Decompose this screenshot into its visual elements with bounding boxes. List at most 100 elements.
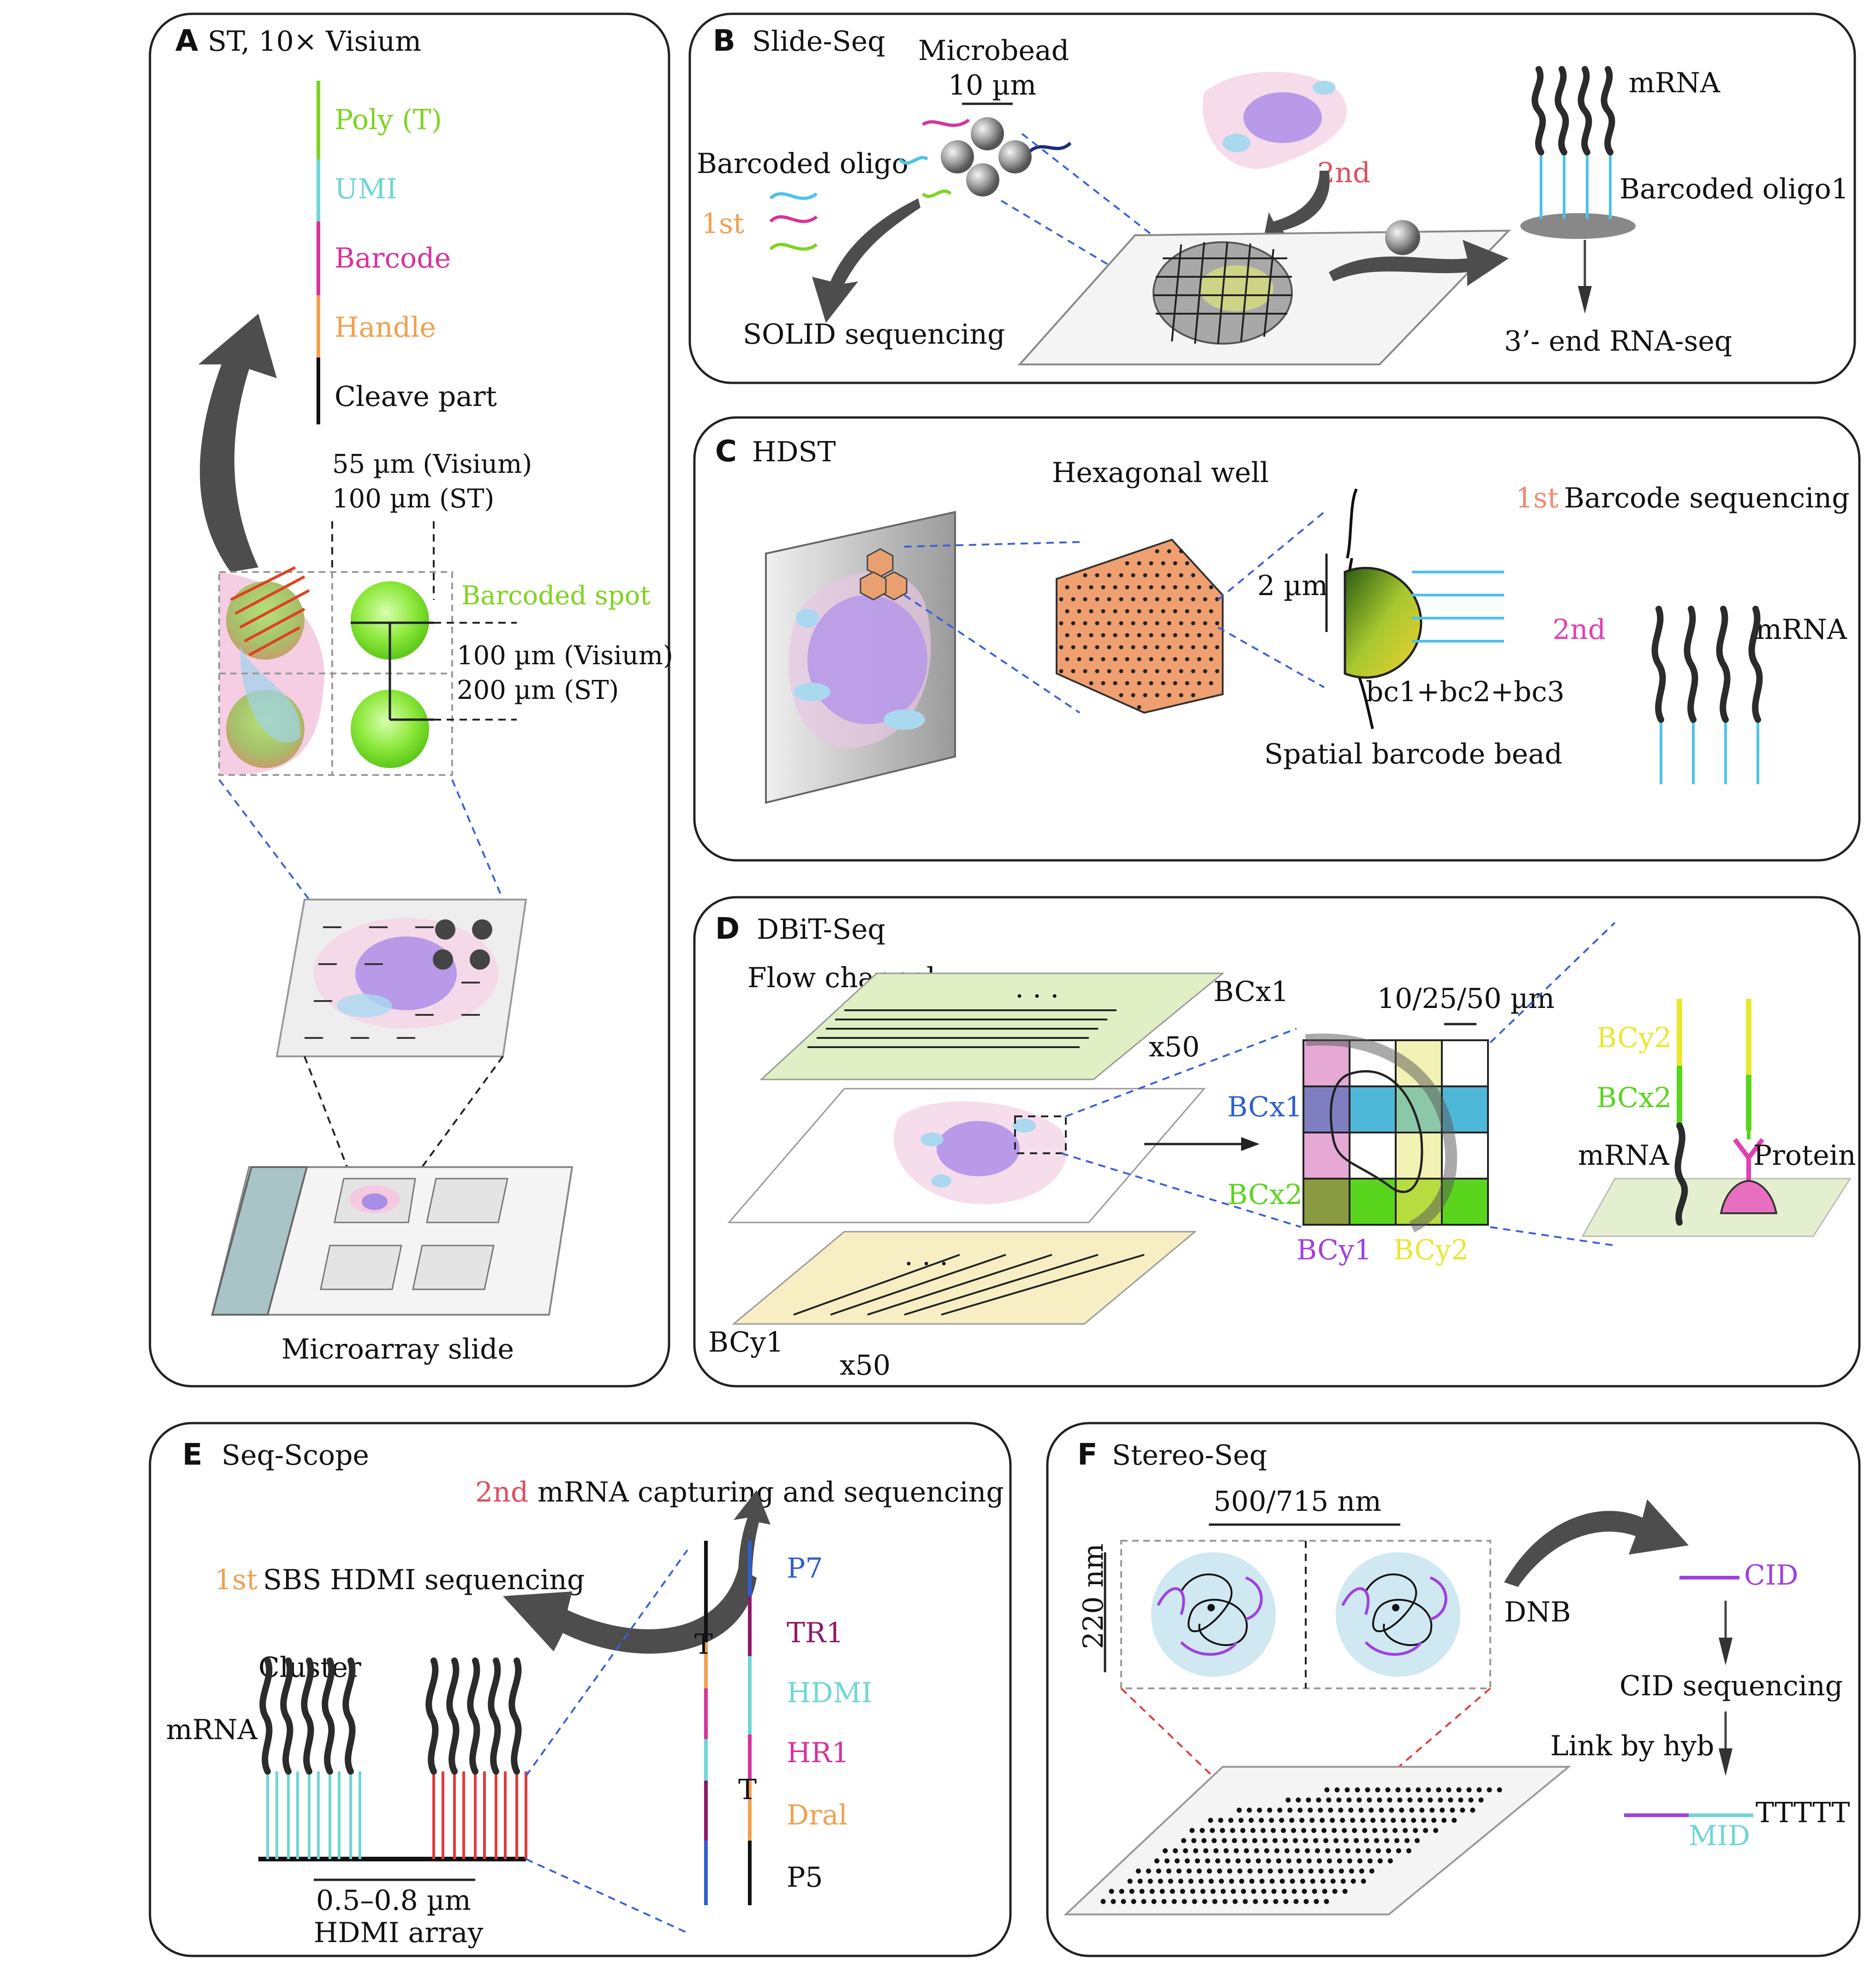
well-dot — [1119, 597, 1123, 602]
microarray-slide-label: Microarray slide — [281, 1333, 514, 1365]
chip-dot — [1131, 1899, 1136, 1904]
second-label-e: 2nd — [475, 1476, 528, 1508]
t-label-left: T — [694, 1628, 713, 1661]
chip-dot — [1332, 1889, 1338, 1894]
chip-dot — [1273, 1838, 1278, 1843]
chip-dot — [1446, 1787, 1452, 1793]
well-dot — [1197, 585, 1201, 590]
chip-dot — [1239, 1878, 1244, 1884]
well-dot — [1209, 681, 1213, 685]
chip-dot — [1249, 1878, 1255, 1884]
bcy1-bottom-label: BCy1 — [708, 1326, 783, 1359]
well-dot — [1065, 633, 1069, 638]
chip-dot — [1406, 1848, 1411, 1854]
chip-dot — [1162, 1848, 1168, 1854]
chip-dot — [1392, 1828, 1398, 1833]
well-dot — [1083, 597, 1087, 602]
well-dot — [1113, 633, 1117, 638]
mrna-capture-b — [1520, 66, 1636, 314]
chip-dot — [1220, 1828, 1225, 1833]
well-dot — [1155, 573, 1159, 578]
chip-dot — [1293, 1838, 1298, 1843]
chip-dot — [1255, 1858, 1261, 1864]
microbead-cluster — [898, 117, 1072, 198]
chip-dot — [1289, 1818, 1295, 1823]
chip-dot — [1470, 1807, 1476, 1813]
dnb-left — [1151, 1552, 1276, 1677]
chip-dot — [1253, 1899, 1258, 1904]
chip-dot — [1274, 1848, 1279, 1854]
chip-dot — [1321, 1828, 1327, 1833]
panel-e: E Seq-Scope 2nd mRNA capturing and seque… — [149, 1422, 1012, 1957]
chip-dot — [1452, 1818, 1457, 1823]
chip-dot — [1304, 1848, 1310, 1854]
chip-dot — [1346, 1797, 1352, 1803]
chip-dot — [1448, 1797, 1453, 1803]
legend-tr1: TR1 — [787, 1617, 843, 1649]
well-dot — [1203, 621, 1207, 626]
well-dot — [1179, 645, 1183, 650]
well-dot — [1071, 597, 1075, 602]
chip-dot — [1478, 1797, 1484, 1803]
barcoded-spot-label: Barcoded spot — [461, 581, 651, 611]
well-dot — [1113, 585, 1117, 590]
mrna-strand — [425, 1657, 439, 1775]
panel-d-title: DBiT-Seq — [757, 913, 885, 946]
well-dot — [1143, 597, 1147, 602]
chip-dot — [1450, 1807, 1455, 1813]
legend-polyt: Poly (T) — [335, 104, 442, 136]
chip-dot — [1228, 1818, 1234, 1823]
chip-dot — [1297, 1807, 1303, 1813]
chip-dot — [1355, 1787, 1360, 1793]
chip-dot — [1298, 1868, 1303, 1874]
well-dot — [1125, 633, 1129, 638]
spot-top-left — [226, 581, 305, 660]
well-dot — [1167, 549, 1171, 554]
chip-dot — [1232, 1838, 1237, 1843]
chip-dot — [1456, 1787, 1462, 1793]
chip-dot — [1195, 1858, 1200, 1864]
chip-dot — [1196, 1868, 1202, 1874]
chip-dot — [1333, 1838, 1339, 1843]
well-dot — [1179, 693, 1183, 697]
chip-dot — [1267, 1807, 1273, 1813]
chip-dot — [1350, 1818, 1356, 1823]
chip-dot — [1237, 1868, 1243, 1874]
barcode-grid — [1302, 1033, 1489, 1233]
curved-arrow-icon — [1329, 240, 1509, 286]
well-dot — [1215, 621, 1219, 626]
well-dot — [1215, 669, 1219, 674]
well-dot — [1203, 669, 1207, 674]
well-dot — [1089, 633, 1093, 638]
chip-dot — [1368, 1807, 1374, 1813]
chip-dot — [1242, 1838, 1248, 1843]
well-dot — [1077, 657, 1081, 662]
chip-dot — [1261, 1828, 1266, 1833]
legend-p7: P7 — [787, 1552, 823, 1585]
chip-dot — [1338, 1807, 1344, 1813]
chip-dot — [1290, 1878, 1295, 1884]
chip-dot — [1247, 1868, 1253, 1874]
chip-dot — [1394, 1838, 1400, 1843]
chip-dot — [1382, 1828, 1388, 1833]
well-dot — [1125, 585, 1129, 590]
well-dot — [1059, 669, 1063, 674]
chip-dot — [1220, 1889, 1226, 1894]
tissue-cell-d — [893, 1101, 1067, 1204]
chip-dot — [1141, 1899, 1147, 1904]
chip-dot — [1460, 1807, 1465, 1813]
chip-dot — [1310, 1878, 1315, 1884]
chip-dot — [1342, 1889, 1348, 1894]
panel-f-letter: F — [1077, 1438, 1098, 1472]
chip-dot — [1168, 1878, 1173, 1884]
well-dot — [1179, 621, 1183, 626]
chip-dot — [1174, 1858, 1180, 1864]
well-dot — [1101, 657, 1105, 662]
chip-dot — [1311, 1828, 1317, 1833]
well-dot — [1113, 657, 1117, 662]
panel-c-title: HDST — [752, 436, 836, 468]
legend-hdmi: HDMI — [787, 1677, 872, 1709]
chip-dot — [1121, 1899, 1126, 1904]
chip-dot — [1149, 1889, 1155, 1894]
chip-dot — [1365, 1787, 1370, 1793]
